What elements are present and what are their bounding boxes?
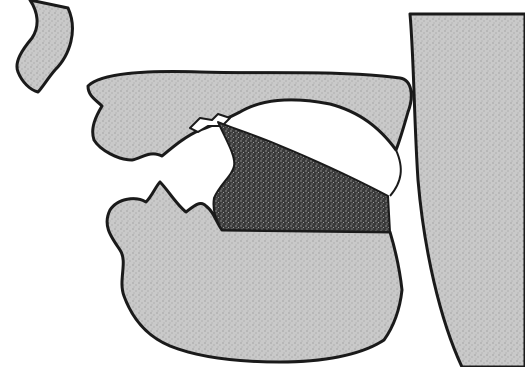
- nose-region: [17, 0, 72, 92]
- pharynx-wall-region: [410, 14, 525, 367]
- uvula-outline: [390, 150, 401, 196]
- tongue-dorsum-dark-region: [213, 122, 390, 232]
